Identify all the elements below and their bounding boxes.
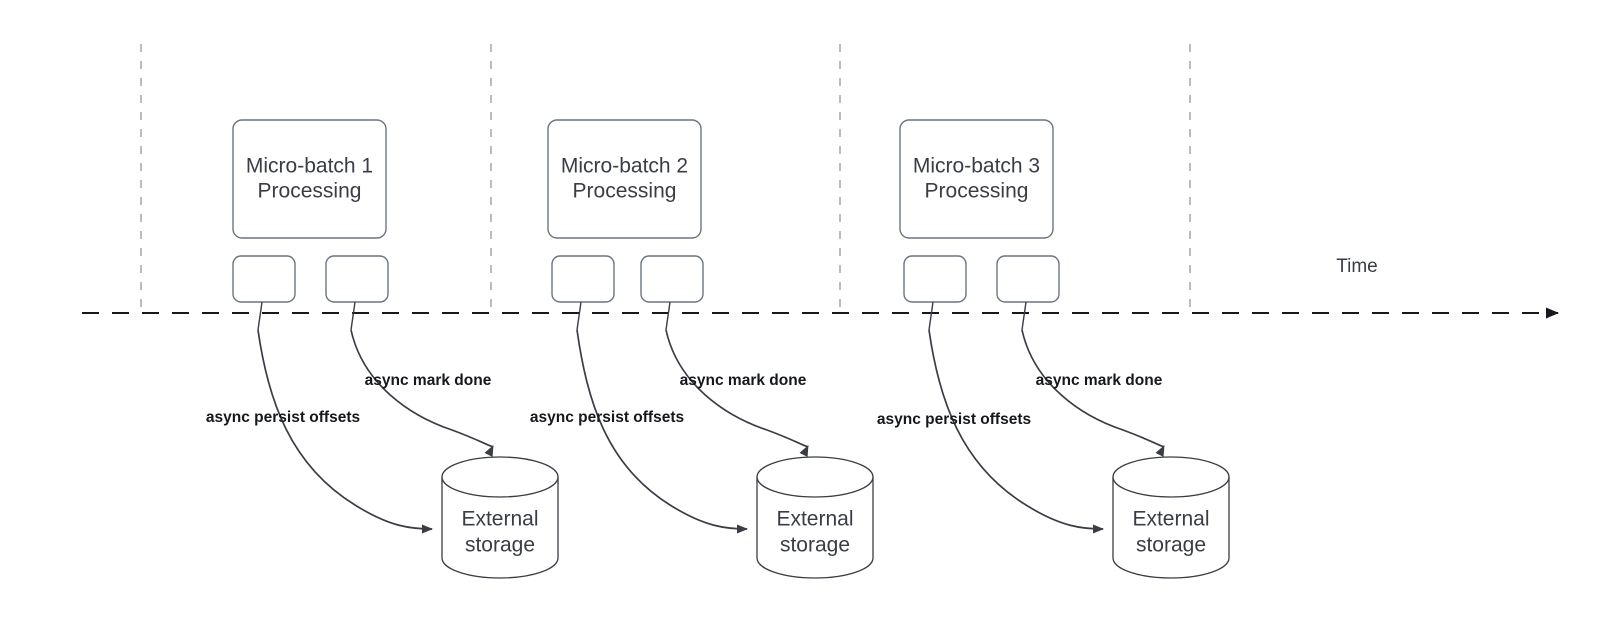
- micro-batch-2-left-connector: [576, 301, 582, 331]
- micro-batch-2-task-box-right[interactable]: [640, 255, 704, 303]
- micro-batch-3-persist-offsets-label: async persist offsets: [877, 411, 1031, 428]
- micro-batch-2-persist-offsets-label: async persist offsets: [530, 409, 684, 426]
- micro-batch-2-task-box-left[interactable]: [551, 255, 615, 303]
- micro-batch-2-title-line1: Micro-batch 2: [561, 155, 688, 178]
- external-storage-2-line2: storage: [780, 534, 850, 557]
- micro-batch-3-title-line2: Processing: [925, 180, 1029, 203]
- micro-batch-3-mark-done-label: async mark done: [1036, 372, 1163, 389]
- time-axis-label: Time: [1336, 256, 1378, 277]
- external-storage-1-line1: External: [461, 508, 538, 531]
- timeline-axis: Time: [82, 256, 1559, 319]
- batch-group-1: Micro-batch 1 Processing async persist o…: [206, 119, 559, 579]
- micro-batch-2-title-line2: Processing: [573, 180, 677, 203]
- external-storage-2-line1: External: [776, 508, 853, 531]
- external-storage-3-line1: External: [1132, 508, 1209, 531]
- micro-batch-1-title-line1: Micro-batch 1: [246, 155, 373, 178]
- micro-batch-1-left-connector: [257, 301, 263, 331]
- micro-batch-3-left-connector: [928, 301, 934, 331]
- micro-batch-3-box[interactable]: [899, 119, 1054, 239]
- micro-batch-3-persist-offsets-arrow: [928, 329, 1104, 534]
- micro-batch-3-mark-done-arrow: [1021, 329, 1165, 457]
- micro-batch-3-right-connector: [1021, 301, 1027, 331]
- micro-batch-1-title-line2: Processing: [258, 180, 362, 203]
- batch-boundary-ticks: [140, 44, 1191, 313]
- micro-batch-2-box[interactable]: [547, 119, 702, 239]
- micro-batch-1-right-connector: [350, 301, 356, 331]
- micro-batch-2-mark-done-label: async mark done: [680, 372, 807, 389]
- micro-batch-2-persist-offsets-arrow: [576, 329, 748, 534]
- micro-batch-2-right-connector: [665, 301, 671, 331]
- micro-batch-1-task-box-left[interactable]: [232, 255, 296, 303]
- micro-batch-1-mark-done-label: async mark done: [365, 372, 492, 389]
- external-storage-3[interactable]: External storage: [1112, 456, 1230, 579]
- external-storage-3-line2: storage: [1136, 534, 1206, 557]
- micro-batch-1-task-box-right[interactable]: [325, 255, 389, 303]
- micro-batch-1-persist-offsets-arrow: [257, 329, 433, 534]
- micro-batch-1-persist-offsets-label: async persist offsets: [206, 409, 360, 426]
- batch-group-3: Micro-batch 3 Processing async persist o…: [877, 119, 1230, 579]
- micro-batch-2-mark-done-arrow: [665, 329, 809, 457]
- micro-batch-3-title-line1: Micro-batch 3: [913, 155, 1040, 178]
- micro-batch-3-task-box-right[interactable]: [996, 255, 1060, 303]
- external-storage-1[interactable]: External storage: [441, 456, 559, 579]
- external-storage-1-line2: storage: [465, 534, 535, 557]
- micro-batch-1-mark-done-arrow: [350, 329, 494, 457]
- external-storage-2[interactable]: External storage: [756, 456, 874, 579]
- batch-group-2: Micro-batch 2 Processing async persist o…: [530, 119, 874, 579]
- micro-batch-1-box[interactable]: [232, 119, 387, 239]
- micro-batch-3-task-box-left[interactable]: [903, 255, 967, 303]
